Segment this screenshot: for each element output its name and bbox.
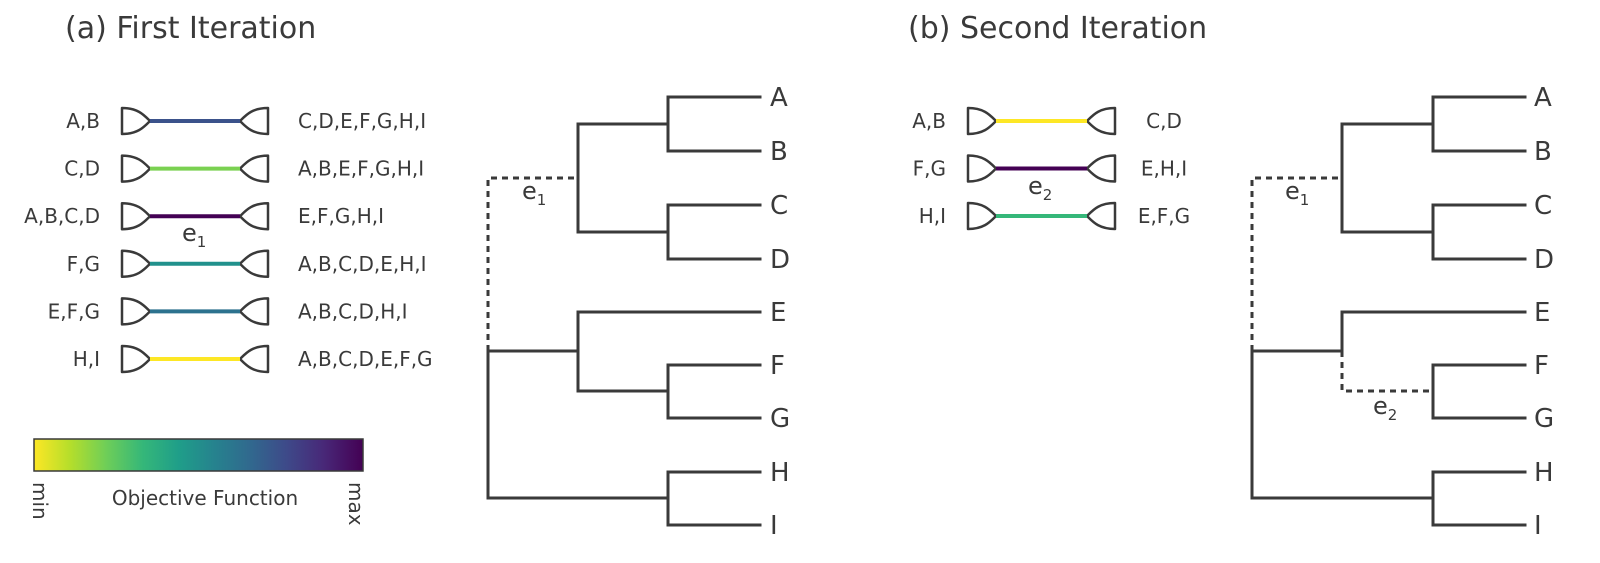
split-left-label: H,I xyxy=(73,347,100,371)
split-left-label: A,B xyxy=(66,109,100,133)
leaf-label: H xyxy=(770,458,790,488)
panel-a-edge-label: e1 xyxy=(182,219,206,251)
leaf-label: D xyxy=(1534,245,1554,275)
tree-b-dashed-edge-e1 xyxy=(1250,176,1342,351)
split-row: H,I E,F,G xyxy=(919,201,1190,231)
split-row: A,B,C,D E,F,G,H,I xyxy=(24,201,384,231)
right-connector-icon xyxy=(1085,106,1117,136)
right-connector-icon xyxy=(1085,154,1117,183)
right-connector-icon xyxy=(238,201,270,231)
panel-b-title: (b) Second Iteration xyxy=(908,11,1207,46)
right-connector-icon xyxy=(238,106,270,136)
left-connector-icon xyxy=(966,154,998,183)
colorbar-label: Objective Function xyxy=(112,486,298,510)
right-connector-icon xyxy=(238,154,270,183)
colorbar-max-label: max xyxy=(344,482,368,526)
tree-b-clade-ab xyxy=(1431,95,1527,153)
split-row: A,B C,D xyxy=(912,106,1182,136)
leaf-label: G xyxy=(1534,404,1554,434)
tree-b-root xyxy=(1250,349,1435,500)
leaf-label: E xyxy=(1534,298,1550,328)
tree-b-clade-fg xyxy=(1431,363,1527,420)
colorbar xyxy=(33,438,364,472)
split-left-label: E,F,G xyxy=(48,299,100,323)
split-right-label: C,D xyxy=(1146,109,1182,133)
tree-b-clade-e xyxy=(1340,310,1527,353)
leaf-label: H xyxy=(1534,458,1554,488)
split-row: A,B C,D,E,F,G,H,I xyxy=(66,106,426,136)
leaf-label: I xyxy=(1534,511,1542,541)
split-row: H,I A,B,C,D,E,F,G xyxy=(73,344,433,374)
panel-b: (b) Second Iteration A,B C,D F,G E,H,I H,I E,… xyxy=(908,11,1554,541)
split-right-label: A,B,C,D,E,H,I xyxy=(298,252,427,276)
split-right-label: E,F,G xyxy=(1138,204,1190,228)
leaf-label: E xyxy=(770,298,786,328)
panel-a-split-list: A,B C,D,E,F,G,H,I C,D A,B,E,F,G,H,I A,B,C,D E… xyxy=(24,106,433,374)
split-row: E,F,G A,B,C,D,H,I xyxy=(48,297,408,326)
tree-b-dashed-edge-e2 xyxy=(1340,351,1433,393)
panel-a-title: (a) First Iteration xyxy=(65,11,316,46)
left-connector-icon xyxy=(966,106,998,136)
tree-a-clade-hi xyxy=(666,470,762,527)
leaf-label: F xyxy=(1534,351,1549,381)
tree-b-clade-cd xyxy=(1431,203,1527,261)
left-connector-icon xyxy=(120,201,152,231)
tree-a-clade-abcd xyxy=(576,122,670,234)
split-left-label: A,B xyxy=(912,109,946,133)
tree-a-edge-label: e1 xyxy=(522,177,546,209)
tree-a-clade-cd xyxy=(666,203,762,261)
colorbar-min-label: min xyxy=(28,482,52,520)
left-connector-icon xyxy=(120,249,152,279)
split-right-label: E,H,I xyxy=(1141,157,1187,181)
split-right-label: A,B,C,D,E,F,G xyxy=(298,347,433,371)
split-row: C,D A,B,E,F,G,H,I xyxy=(64,154,424,183)
split-left-label: F,G xyxy=(67,252,100,276)
leaf-label: D xyxy=(770,245,790,275)
split-left-label: H,I xyxy=(919,204,946,228)
split-right-label: E,F,G,H,I xyxy=(298,204,384,228)
leaf-label: A xyxy=(770,83,788,113)
left-connector-icon xyxy=(966,201,998,231)
split-row: F,G A,B,C,D,E,H,I xyxy=(67,249,427,279)
panel-b-edge-label: e2 xyxy=(1028,172,1052,204)
tree-b-edge-label-2: e2 xyxy=(1373,392,1397,424)
leaf-label: I xyxy=(770,511,778,541)
tree-b-clade-abcd xyxy=(1340,122,1435,234)
left-connector-icon xyxy=(120,154,152,183)
split-left-label: C,D xyxy=(64,157,100,181)
split-row: F,G E,H,I xyxy=(913,154,1187,183)
tree-a-clade-ab xyxy=(666,95,762,153)
split-left-label: A,B,C,D xyxy=(24,204,100,228)
right-connector-icon xyxy=(238,249,270,279)
tree-a-dashed-edge-e1 xyxy=(486,176,578,351)
tree-a-clade-fg xyxy=(666,363,762,420)
tree-a-root xyxy=(486,349,670,500)
panel-b-split-list: A,B C,D F,G E,H,I H,I E,F,G xyxy=(912,106,1190,231)
split-right-label: C,D,E,F,G,H,I xyxy=(298,109,426,133)
leaf-label: F xyxy=(770,351,785,381)
leaf-label: B xyxy=(770,137,788,167)
right-connector-icon xyxy=(1085,201,1117,231)
tree-b-clade-hi xyxy=(1431,470,1527,527)
split-left-label: F,G xyxy=(913,157,946,181)
tree-b-edge-label-1: e1 xyxy=(1285,177,1309,209)
split-right-label: A,B,E,F,G,H,I xyxy=(298,157,424,181)
left-connector-icon xyxy=(120,297,152,326)
leaf-label: B xyxy=(1534,137,1552,167)
right-connector-icon xyxy=(238,344,270,374)
right-connector-icon xyxy=(238,297,270,326)
leaf-label: C xyxy=(1534,191,1552,221)
split-right-label: A,B,C,D,H,I xyxy=(298,299,408,323)
left-connector-icon xyxy=(120,106,152,136)
leaf-label: G xyxy=(770,404,790,434)
left-connector-icon xyxy=(120,344,152,374)
leaf-label: C xyxy=(770,191,788,221)
leaf-label: A xyxy=(1534,83,1552,113)
